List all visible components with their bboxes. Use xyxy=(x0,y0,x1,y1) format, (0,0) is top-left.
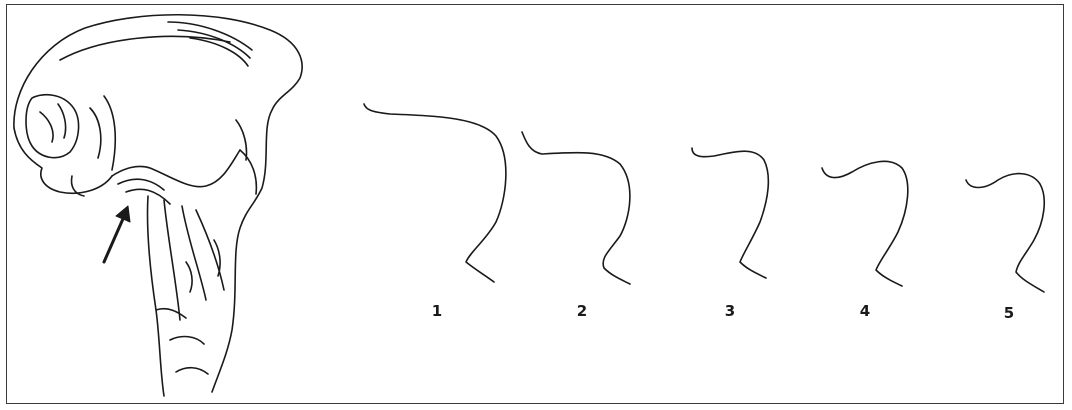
notch-profile-3 xyxy=(692,148,768,278)
pelvic-bone-drawing xyxy=(14,15,302,396)
notch-profile-1 xyxy=(364,104,506,282)
stage-label-4: 4 xyxy=(853,302,877,320)
stage-label-1: 1 xyxy=(425,302,449,320)
stage-label-3: 3 xyxy=(718,302,742,320)
arrow-indicator xyxy=(104,206,130,262)
notch-profile-5 xyxy=(966,174,1044,292)
stage-label-2: 2 xyxy=(570,302,594,320)
notch-profile-2 xyxy=(522,132,630,284)
notch-profile-4 xyxy=(822,161,908,286)
stage-label-5: 5 xyxy=(997,304,1021,322)
